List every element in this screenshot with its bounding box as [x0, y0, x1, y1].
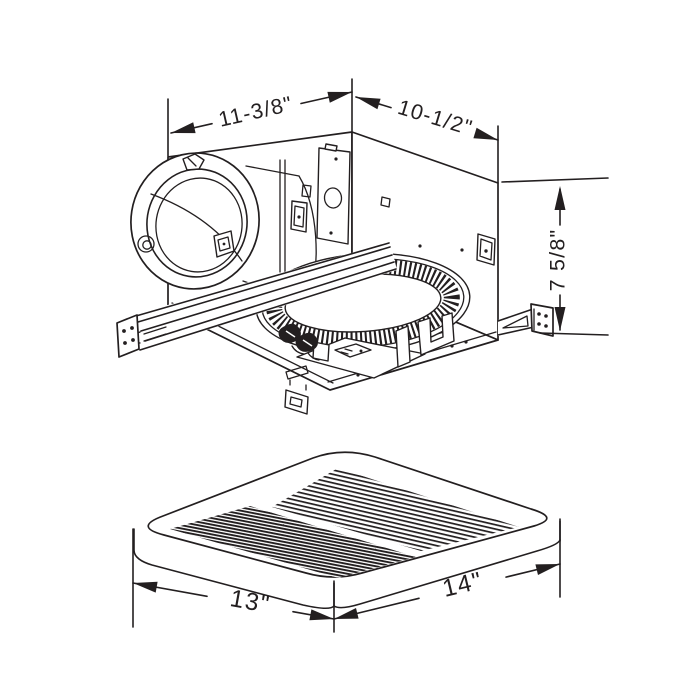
- motor-plate: [278, 312, 455, 379]
- grille-slats-right: [272, 468, 519, 551]
- plug-boss: [312, 341, 330, 362]
- bracket-hole: [122, 329, 126, 333]
- damper-edge: [150, 193, 243, 262]
- housing-view: 11-3/8" 10-1/2" 7 5/8": [116, 78, 609, 415]
- dimension-arrowhead: [535, 564, 560, 575]
- housing-depth-label: 10-1/2": [395, 95, 476, 140]
- rail-bracket-right: [530, 303, 554, 337]
- screw: [334, 157, 338, 161]
- dimension-housing-height: 7 5/8": [501, 177, 609, 336]
- rail-notch: [143, 326, 167, 342]
- mounting-flange: [284, 379, 309, 415]
- dimension-arrowhead: [327, 91, 352, 103]
- rivet: [418, 244, 422, 248]
- dimension-arrowhead: [334, 608, 359, 619]
- rail-bracket-left: [116, 314, 140, 358]
- dimension-arrowhead: [171, 122, 196, 134]
- junction-box-cover: [316, 147, 351, 245]
- grille-width-label: 13": [228, 585, 273, 619]
- bracket-hole: [537, 312, 541, 316]
- bracket-hole: [130, 326, 134, 330]
- vent-tab: [380, 196, 391, 208]
- dimension-arrowhead: [554, 307, 566, 331]
- rivet: [464, 340, 468, 344]
- bracket-hole: [131, 338, 135, 342]
- keyhole-slot: [301, 184, 312, 198]
- rivet: [460, 248, 464, 252]
- rail-tongue: [502, 315, 529, 329]
- blower-vanes: [266, 259, 460, 347]
- bracket-hole: [537, 322, 541, 326]
- wires: [291, 345, 320, 361]
- left-face-seam: [279, 159, 286, 275]
- dimension-arrowhead: [473, 127, 498, 140]
- dimension-arrowhead: [309, 609, 334, 621]
- grille-view: 13" 14": [132, 451, 561, 633]
- dimension-arrowhead: [133, 581, 158, 593]
- extension-line: [501, 177, 609, 183]
- power-receptacle: [334, 343, 372, 358]
- knockout-hole: [323, 187, 343, 209]
- collar-dimple: [137, 235, 155, 253]
- collar-rim: [146, 168, 248, 278]
- damper-bracket: [417, 312, 455, 356]
- collar-opening: [155, 177, 243, 273]
- cover-tab: [324, 143, 338, 152]
- junction-box: [290, 143, 351, 245]
- collar-outer-rim: [130, 152, 260, 290]
- grille-slats-left: [170, 506, 416, 578]
- bracket-hole: [544, 324, 548, 328]
- mounting-rail-left: [116, 242, 397, 358]
- bracket-hole: [123, 341, 127, 345]
- duct-collar: [130, 152, 260, 290]
- rivet: [450, 344, 454, 348]
- screw: [329, 231, 333, 235]
- housing-body: [116, 131, 554, 415]
- mounting-rail-right: [497, 303, 554, 337]
- pan-slot: [285, 365, 309, 380]
- damper-bracket: [395, 325, 411, 368]
- bracket-hole: [544, 314, 548, 318]
- housing-height-label: 7 5/8": [546, 229, 570, 292]
- extension-line: [539, 332, 609, 336]
- dimension-arrowhead: [356, 97, 381, 110]
- dimension-arrowhead: [554, 186, 566, 210]
- grille-depth-label: 14": [440, 567, 486, 603]
- housing-width-label: 11-3/8": [216, 92, 295, 132]
- right-face-details: [380, 196, 496, 294]
